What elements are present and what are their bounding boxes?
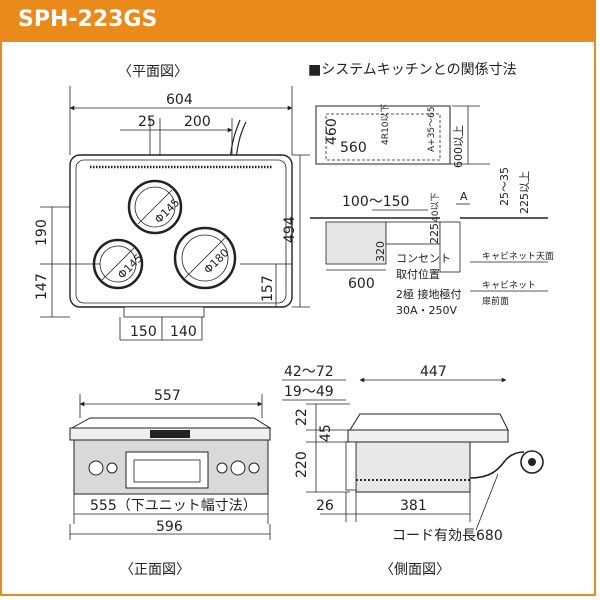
cutout-a-range: A+35～65 [427,106,437,152]
kitchen-relation: ■システムキッチンとの関係寸法 560 460 4R10以下 A+35～65 6… [308,62,554,317]
side-d447: 447 [420,364,447,380]
d25-35: 25～35 [498,167,511,206]
side-view: 42～72 19～49 447 22 45 220 26 381 コ [282,364,544,578]
d225: 225 [428,223,441,244]
outlet-line1: コンセント [396,252,451,265]
title-bar: SPH-223GS [2,2,594,42]
cabinet-top-label: キャビネット天面 [482,251,554,262]
plan-view-label: 〈平面図〉 [118,64,188,80]
outlet-line4: 30A・250V [396,304,458,317]
knob-right-3 [248,462,260,474]
plan-d200: 200 [184,114,211,130]
front-view-label: 〈正面図〉 [120,562,190,578]
outlet-line3: 2極 接地極付 [396,287,462,301]
side-view-label: 〈側面図〉 [380,562,450,578]
cutout-corner: 4R10以下 [381,104,391,145]
outlet-line2: 取付位置 [396,267,440,281]
cabinet-front-1: キャビネット [482,280,536,291]
burner-top: Φ145 [127,179,182,235]
knob-right-2 [230,460,246,476]
side-cord: コード有効長680 [392,528,503,544]
front-d557: 557 [154,388,181,404]
plan-d25: 25 [138,114,156,130]
side-d220: 220 [294,451,310,478]
side-d19-49: 19～49 [284,384,334,400]
front-d555: 555（下ユニット幅寸法） [90,498,257,514]
cutout-width: 560 [340,140,367,156]
plan-d140: 140 [170,324,197,340]
knob-right-1 [216,462,228,474]
side-d22: 22 [294,408,310,426]
plan-d150: 150 [130,324,157,340]
side-d45: 45 [318,424,334,442]
front-d596: 596 [156,519,183,535]
cabinet-front-2: 扉前面 [482,295,509,307]
side-d26: 26 [316,498,334,514]
plan-d157: 157 [260,275,276,302]
side-d42-72: 42～72 [284,364,334,380]
d600: 600 [348,276,375,292]
min-225: 225以上 [518,171,531,214]
front-control-strip [123,306,205,318]
knob-left-1 [88,460,104,476]
cutout-depth: 460 [324,118,340,145]
model-title: SPH-223GS [18,7,158,32]
plan-d190: 190 [34,219,50,246]
plan-d494: 494 [282,216,298,243]
min-40: 40以下 [431,193,441,222]
plan-d147: 147 [34,273,50,300]
d100-150: 100～150 [342,194,409,210]
knob-left-2 [106,462,118,474]
kitchen-heading: ■システムキッチンとの関係寸法 [308,62,517,78]
plan-view: 〈平面図〉 604 25 200 Φ145 Φ1 [34,64,310,341]
plan-width-dim: 604 [166,92,193,108]
burner-right: Φ180 [173,226,237,290]
a-label: A [460,190,468,203]
front-view: 557 555（下ユニット幅寸法） 596 〈正面図〉 [69,388,272,578]
min-600: 600以上 [452,125,465,168]
side-d381: 381 [400,498,427,514]
d320: 320 [374,241,387,262]
